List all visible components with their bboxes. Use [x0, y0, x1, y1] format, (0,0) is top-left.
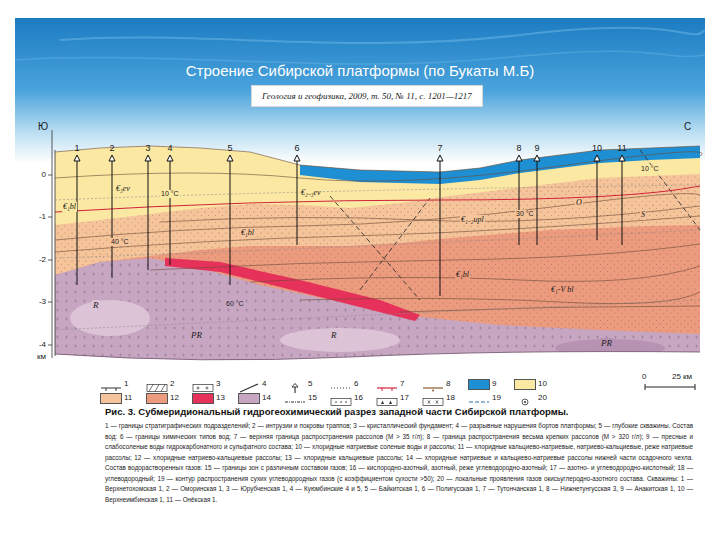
- figure-caption: Рис. 3. Субмеридиональный гидрогеохимиче…: [105, 406, 568, 418]
- slide-title: Строение Сибирской платформы (по Букаты …: [0, 62, 720, 79]
- depth-tick-label: -3: [39, 297, 46, 307]
- legend-sample: [238, 379, 260, 389]
- section-label: 10 °C: [640, 165, 660, 173]
- legend-sample: [146, 379, 168, 389]
- section-label: €₁bl: [62, 202, 77, 212]
- legend-swatch: [514, 379, 536, 390]
- citation-text: Геология и геофизика, 2009, т. 50, № 11,…: [262, 91, 472, 101]
- well-number: 9: [534, 143, 539, 154]
- legend-sample: [284, 379, 306, 389]
- well-number: 2: [109, 143, 114, 154]
- legend-number: 13: [216, 392, 225, 403]
- section-label: 40 °C: [110, 238, 130, 246]
- section-label: O: [575, 198, 583, 208]
- legend-number: 12: [170, 392, 179, 403]
- depth-tick-label: км: [37, 352, 46, 362]
- legend-symbol: [192, 383, 214, 393]
- section-label: €₁bl: [455, 270, 470, 280]
- legend-swatch: [192, 393, 214, 404]
- legend-symbol: [284, 397, 306, 407]
- legend-symbol: [284, 383, 306, 393]
- section-label: Ю: [38, 121, 48, 133]
- legend-number: 1: [124, 378, 128, 389]
- legend-sample: [330, 379, 352, 389]
- legend-number: 17: [400, 392, 409, 403]
- section-label: PR: [600, 338, 613, 349]
- well-number: 4: [167, 143, 172, 154]
- legend-symbol: [422, 383, 444, 393]
- well-number: 10: [592, 143, 602, 154]
- scale-label: 0: [642, 372, 646, 382]
- legend-number: 2: [170, 378, 174, 389]
- section-label: 10 °C: [160, 190, 180, 198]
- legend-sample: [284, 393, 306, 403]
- well-number: 6: [294, 143, 299, 154]
- section-label: С: [684, 121, 691, 133]
- well-number: 1: [74, 143, 79, 154]
- legend-symbol: [468, 397, 490, 407]
- legend-sample: [422, 379, 444, 389]
- section-label: €₁-V bl: [550, 285, 574, 295]
- legend-number: 7: [400, 378, 404, 389]
- legend-symbol: [100, 383, 122, 393]
- legend-number: 6: [354, 378, 358, 389]
- legend-swatch: [468, 379, 490, 390]
- well-number: 7: [437, 143, 442, 154]
- legend-number: 4: [262, 378, 266, 389]
- legend-symbol: [514, 397, 536, 407]
- depth-tick-label: 0: [42, 170, 46, 180]
- depth-tick-label: -1: [39, 212, 46, 222]
- legend-number: 3: [216, 378, 220, 389]
- legend-symbol: [330, 397, 352, 407]
- section-label: 60 °C: [225, 300, 245, 308]
- legend-number: 10: [538, 378, 547, 389]
- legend-sample: [514, 393, 536, 403]
- legend-number: 18: [446, 392, 455, 403]
- section-label: 30 °C: [515, 210, 535, 218]
- well-number: 8: [516, 143, 521, 154]
- section-label: €₁bl: [240, 228, 255, 238]
- legend-symbol: [422, 397, 444, 407]
- legend-number: 14: [262, 392, 271, 403]
- section-label: €₂₋₃ev: [300, 188, 322, 198]
- legend-swatch: [146, 393, 168, 404]
- legend-sample: [330, 393, 352, 403]
- depth-tick-label: -2: [39, 255, 46, 265]
- legend-number: 20: [538, 392, 547, 403]
- legend-number: 19: [492, 392, 501, 403]
- legend-number: 16: [354, 392, 363, 403]
- legend-sample: [468, 393, 490, 403]
- legend-sample: [376, 379, 398, 389]
- legend-number: 8: [446, 378, 450, 389]
- legend-sample: [376, 393, 398, 403]
- well-number: 5: [227, 143, 232, 154]
- legend-sample: [422, 393, 444, 403]
- well-number: 11: [617, 143, 626, 154]
- section-label: S: [640, 210, 646, 220]
- legend-symbol: [238, 383, 260, 393]
- section-label: R: [92, 300, 100, 311]
- legend-symbol: [330, 383, 352, 393]
- section-label: R: [330, 330, 338, 341]
- legend-number: 11: [124, 392, 132, 403]
- well-number: 3: [145, 143, 150, 154]
- depth-tick-label: -4: [39, 340, 46, 350]
- legend-swatch: [100, 393, 122, 404]
- legend-number: 5: [308, 378, 312, 389]
- legend-symbol: [376, 383, 398, 393]
- legend-swatch: [238, 393, 260, 404]
- legend-explanation: 1 — границы стратиграфических подразделе…: [105, 421, 693, 505]
- section-label: €₃ev: [115, 184, 131, 194]
- legend-sample: [192, 379, 214, 389]
- legend-number: 15: [308, 392, 317, 403]
- section-label: PR: [190, 330, 203, 341]
- legend-number: 9: [492, 378, 496, 389]
- section-label: €₁₋₂upl: [460, 215, 485, 225]
- legend-symbol: [376, 397, 398, 407]
- scale-label: 25 км: [672, 372, 692, 382]
- legend-sample: [100, 379, 122, 389]
- citation-box: Геология и геофизика, 2009, т. 50, № 11,…: [251, 85, 483, 107]
- legend-symbol: [146, 383, 168, 393]
